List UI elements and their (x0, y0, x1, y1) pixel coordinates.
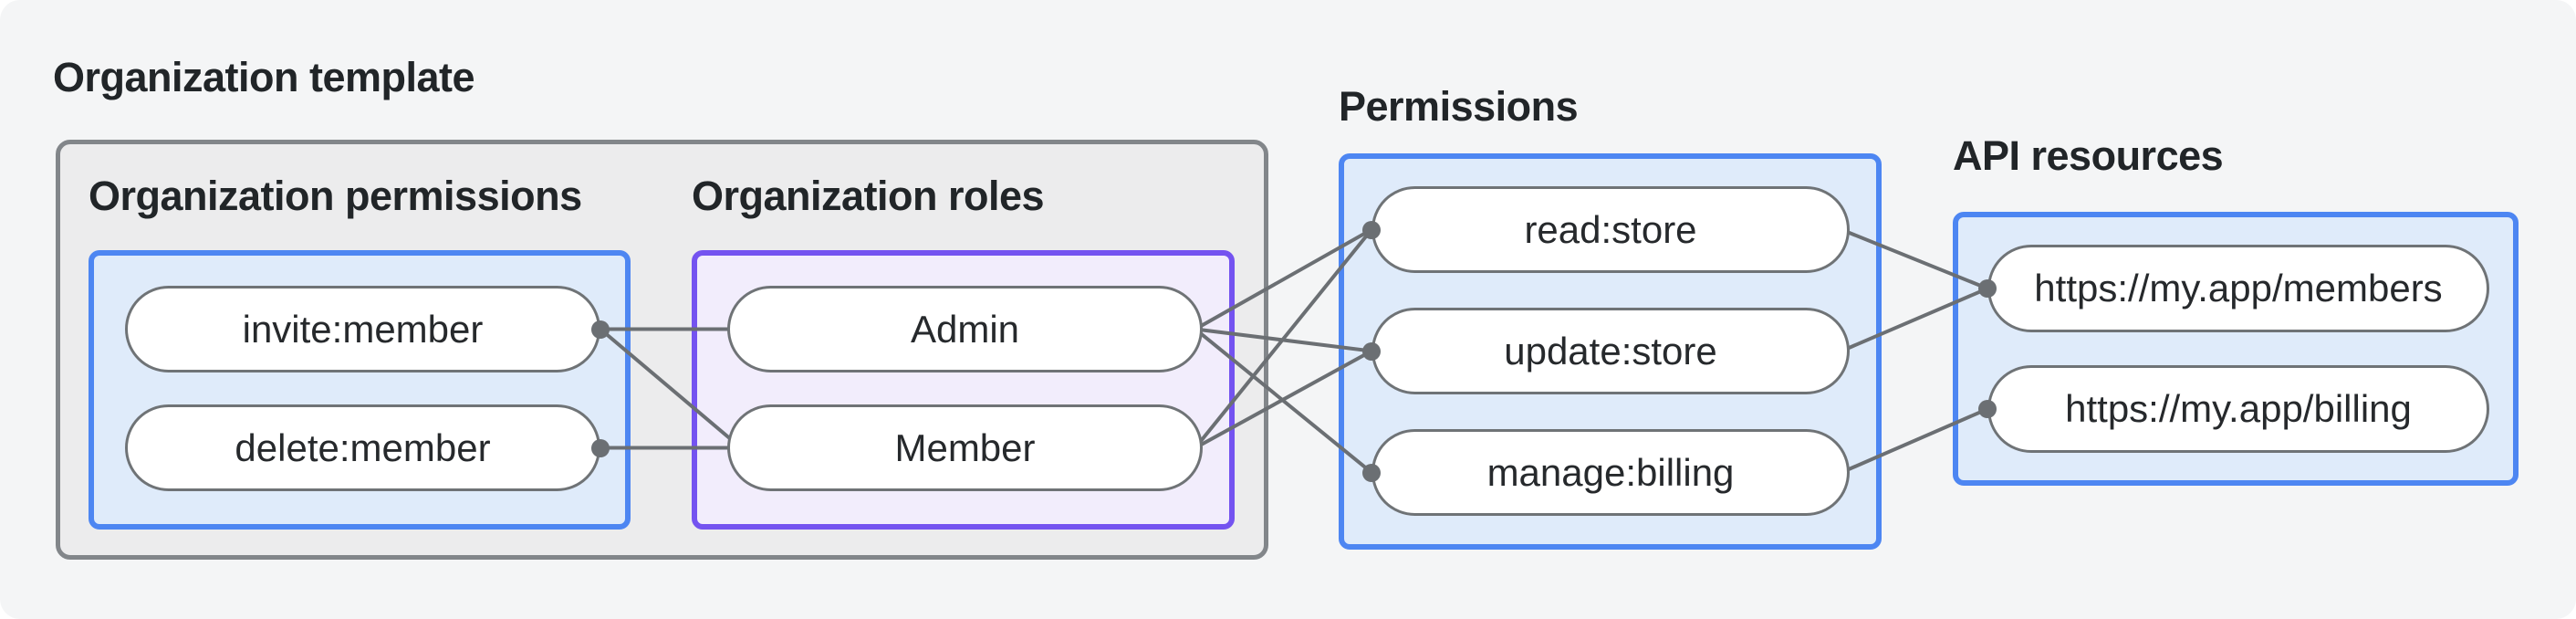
node-member: Member (727, 404, 1203, 491)
edge-member-read (1194, 228, 1373, 449)
node-members-url-label: https://my.app/members (2034, 267, 2443, 310)
node-invite-member-label: invite:member (242, 307, 484, 351)
node-admin: Admin (727, 286, 1203, 372)
node-manage-billing: manage:billing (1371, 429, 1850, 516)
permissions-title: Permissions (1339, 83, 1579, 130)
edge-invite-member (599, 327, 743, 450)
node-delete-member-label: delete:member (235, 425, 491, 469)
edge-admin-read (1194, 227, 1372, 331)
edge-member-update (1194, 349, 1372, 450)
org-roles-title: Organization roles (692, 173, 1045, 219)
api-resources-title: API resources (1953, 132, 2224, 179)
org-permissions-title: Organization permissions (89, 173, 582, 219)
node-billing-url: https://my.app/billing (1987, 365, 2489, 453)
connector-dot-update (1362, 341, 1381, 361)
connector-dot-delete (591, 438, 610, 457)
edge-manage-billing (1841, 407, 1988, 475)
edge-update-members (1841, 287, 1988, 353)
connector-dot-members (1978, 279, 1997, 298)
node-update-store-label: update:store (1504, 329, 1717, 372)
node-manage-billing-label: manage:billing (1486, 450, 1735, 494)
node-invite-member: invite:member (125, 286, 600, 372)
connector-dot-manage (1362, 463, 1381, 482)
edge-read-members (1841, 227, 1988, 290)
node-admin-label: Admin (910, 307, 1020, 351)
org-template-title: Organization template (53, 54, 475, 100)
connector-dot-invite (591, 320, 610, 339)
node-delete-member: delete:member (125, 404, 600, 491)
connector-dot-read (1362, 220, 1381, 239)
node-billing-url-label: https://my.app/billing (2065, 387, 2412, 430)
node-member-label: Member (894, 425, 1036, 469)
node-members-url: https://my.app/members (1987, 245, 2489, 332)
node-read-store-label: read:store (1524, 207, 1697, 251)
node-read-store: read:store (1371, 186, 1850, 273)
connector-dot-billing (1978, 400, 1997, 418)
node-update-store: update:store (1371, 308, 1850, 394)
